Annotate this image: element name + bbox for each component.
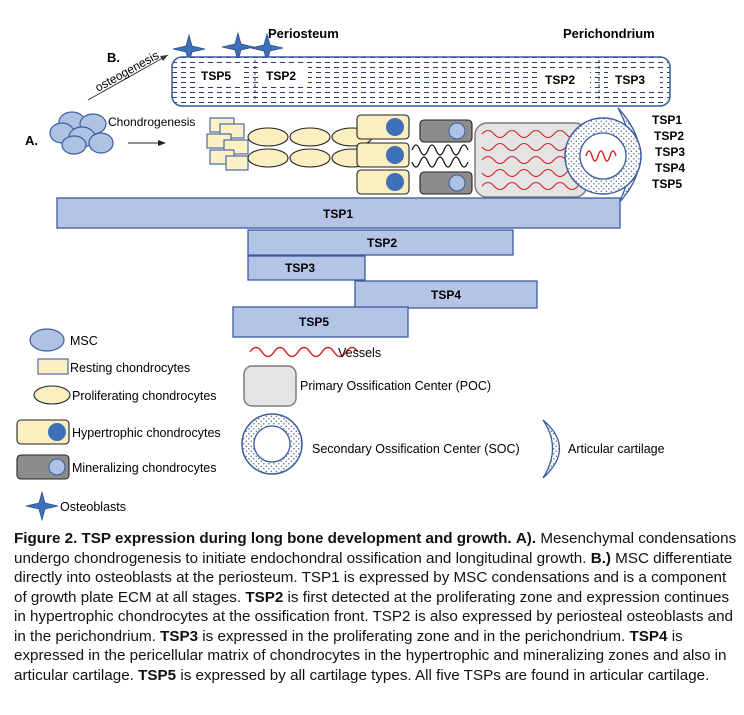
caption-tsp4: TSP4 — [629, 627, 668, 645]
articular-tsp-labels: TSP1 TSP2 TSP3 TSP4 TSP5 — [652, 113, 685, 191]
legend-msc-label: MSC — [70, 334, 98, 348]
articular-tsp4: TSP4 — [655, 161, 685, 175]
articular-tsp1: TSP1 — [652, 113, 682, 127]
tsp1-bar — [56, 197, 621, 229]
tsp3-bar-label: TSP3 — [285, 261, 315, 275]
legend-vessels-symbol — [249, 346, 359, 358]
periosteum-bar — [171, 56, 671, 107]
legend-poc-symbol — [243, 365, 297, 407]
soc-vessel — [585, 150, 617, 162]
msc-cluster — [49, 111, 114, 155]
soc-inner — [579, 132, 627, 180]
legend-poc-label: Primary Ossification Center (POC) — [300, 379, 491, 393]
chondrogenesis-label: Chondrogenesis — [108, 115, 195, 129]
caption-tsp3: TSP3 — [160, 627, 199, 645]
legend-vessels-label: Vessels — [338, 346, 381, 360]
tsp1-bar-label: TSP1 — [323, 207, 353, 221]
periosteum-tsp2-box — [262, 64, 308, 86]
legend-resting-symbol — [37, 358, 69, 375]
tsp4-bar-label: TSP4 — [431, 288, 461, 302]
osteogenesis-arrow — [87, 54, 169, 101]
tsp4-bar — [354, 280, 538, 309]
hypertrophic-chondrocytes — [356, 114, 410, 195]
periosteum-tsp5-box — [196, 64, 242, 86]
periosteum-tsp2-left: TSP2 — [266, 69, 296, 83]
tsp5-bar-label: TSP5 — [299, 315, 329, 329]
legend-osteoblast-label: Osteoblasts — [60, 500, 126, 514]
legend-articular-label: Articular cartilage — [568, 442, 665, 456]
legend-hypertrophic-label: Hypertrophic chondrocytes — [72, 426, 221, 440]
caption-tsp5-text: is expressed by all cartilage types. All… — [180, 666, 710, 684]
perichondrium-tsp2-box — [538, 68, 590, 90]
caption-tsp4-text: is expressed in the pericellular matrix … — [14, 627, 727, 684]
articular-tsp2: TSP2 — [654, 129, 684, 143]
caption-tsp5: TSP5 — [138, 666, 177, 684]
label-a: A. — [25, 133, 38, 148]
legend-osteoblast-symbol — [25, 491, 59, 521]
legend-soc-label: Secondary Ossification Center (SOC) — [312, 442, 520, 456]
tsp3-bar — [247, 255, 366, 281]
legend-articular-symbol — [542, 419, 560, 479]
legend-soc-inner — [253, 425, 291, 463]
expression-bars: TSP1 TSP2 TSP3 TSP4 TSP5 — [56, 197, 621, 338]
legend-msc-symbol — [29, 328, 65, 352]
legend-mineralizing-label: Mineralizing chondrocytes — [72, 461, 217, 475]
caption-b-label: B.) — [590, 549, 611, 567]
periosteum-label: Periosteum — [268, 26, 339, 41]
chondrogenesis-arrowhead — [158, 140, 166, 146]
caption-tsp2: TSP2 — [245, 588, 284, 606]
proliferating-chondrocytes — [247, 127, 373, 168]
legend-proliferating-symbol — [33, 385, 71, 405]
caption-a-label: A). — [515, 530, 537, 547]
articular-tsp5: TSP5 — [652, 177, 682, 191]
mineralizing-chondrocytes — [411, 119, 473, 195]
osteogenesis-arrowhead — [160, 55, 168, 61]
perichondrium-tsp2: TSP2 — [545, 73, 575, 87]
resting-chondrocytes — [206, 117, 249, 171]
articular-tsp3: TSP3 — [655, 145, 685, 159]
legend: MSC Resting chondrocytes Proliferating c… — [16, 328, 665, 521]
caption-a-text: Mesenchymal condensations undergo chondr… — [14, 530, 737, 567]
caption-b-text: MSC differentiate directly into osteobla… — [14, 549, 733, 606]
perichondrium-label: Perichondrium — [563, 26, 655, 41]
tsp5-bar — [232, 306, 409, 338]
figure-caption: Figure 2. TSP expression during long bon… — [14, 529, 738, 685]
tsp2-bar-label: TSP2 — [367, 236, 397, 250]
legend-hypertrophic-nucleus — [48, 423, 66, 441]
perichondrium-tsp3: TSP3 — [615, 73, 645, 87]
tsp2-bar — [247, 229, 514, 256]
caption-tsp3-text: is expressed in the proliferating zone a… — [202, 627, 626, 645]
caption-title: Figure 2. TSP expression during long bon… — [14, 530, 512, 547]
tsp-expression-diagram: Periosteum Perichondrium B. A. osteogene… — [16, 26, 685, 521]
caption-tsp2-text: is first detected at the proliferating z… — [14, 588, 733, 645]
legend-resting-label: Resting chondrocytes — [70, 361, 190, 375]
perichondrium-tsp3-box — [608, 68, 660, 90]
legend-proliferating-label: Proliferating chondrocytes — [72, 389, 217, 403]
legend-mineralizing-nucleus — [48, 458, 66, 476]
poc-vessels — [481, 129, 579, 191]
label-b: B. — [107, 50, 120, 65]
periosteum-tsp5: TSP5 — [201, 69, 231, 83]
osteogenesis-label: osteogenesis — [93, 48, 162, 95]
